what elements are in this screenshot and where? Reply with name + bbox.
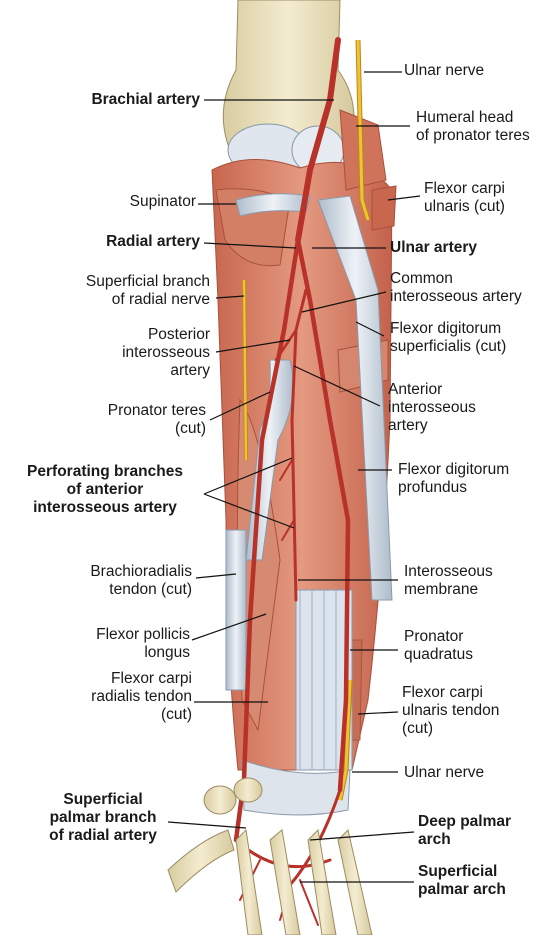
humerus-bone <box>222 0 355 177</box>
label-ulnar-nerve-top: Ulnar nerve <box>404 62 485 79</box>
label-pronator-quadratus: Pronator quadratus <box>404 628 473 663</box>
label-supinator: Supinator <box>129 193 196 210</box>
label-flexor-carpi-ulnaris-cut: Flexor carpi ulnaris (cut) <box>424 180 505 215</box>
label-interosseous-membrane: Interosseous membrane <box>404 563 493 598</box>
label-flexor-pollicis-longus: Flexor pollicis longus <box>96 626 190 661</box>
label-brachioradialis-tendon-cut: Brachioradialis tendon (cut) <box>90 563 192 598</box>
label-superficial-palmar-branch-of-radial-artery: Superficial palmar branch of radial arte… <box>49 791 157 844</box>
label-common-interosseous-artery: Common interosseous artery <box>390 270 522 305</box>
label-superficial-branch-of-radial-nerve: Superficial branch of radial nerve <box>85 273 210 308</box>
label-flexor-carpi-ulnaris-tendon-cut: Flexor carpi ulnaris tendon (cut) <box>402 684 500 737</box>
label-humeral-head-of-pronator-teres: Humeral head of pronator teres <box>416 109 530 144</box>
label-ulnar-nerve-bottom: Ulnar nerve <box>404 764 485 781</box>
label-flexor-carpi-radialis-tendon-cut: Flexor carpi radialis tendon (cut) <box>91 670 192 723</box>
label-pronator-teres-cut: Pronator teres (cut) <box>107 402 206 437</box>
label-flexor-digitorum-profundus: Flexor digitorum profundus <box>398 461 510 496</box>
label-ulnar-artery: Ulnar artery <box>390 239 478 256</box>
label-perforating-branches: Perforating branches of anterior interos… <box>27 463 183 516</box>
label-deep-palmar-arch: Deep palmar arch <box>418 813 512 848</box>
label-flexor-digitorum-superficialis-cut: Flexor digitorum superficialis (cut) <box>390 320 507 355</box>
tendons <box>225 193 393 816</box>
leader-lines <box>167 71 421 883</box>
label-anterior-interosseous-artery: Anterior interosseous artery <box>388 381 476 434</box>
label-radial-artery: Radial artery <box>106 233 200 250</box>
label-posterior-interosseous-artery: Posterior interosseous artery <box>122 326 210 379</box>
label-superficial-palmar-arch: Superficial palmar arch <box>418 863 506 898</box>
label-brachial-artery: Brachial artery <box>91 91 200 108</box>
